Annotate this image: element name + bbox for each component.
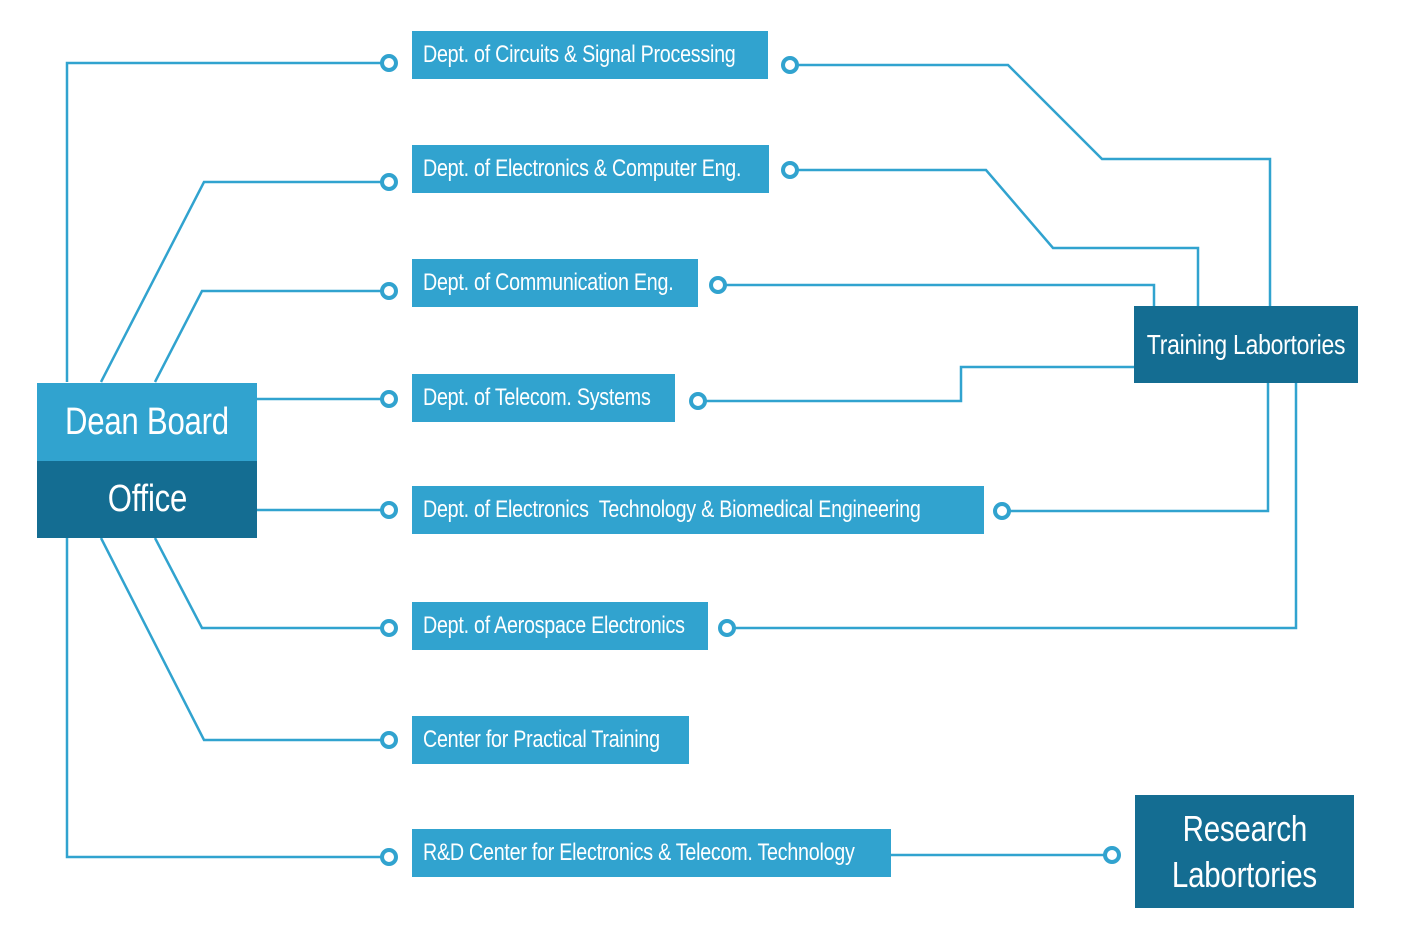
connector-node [993, 502, 1011, 520]
practical-training-box: Center for Practical Training [412, 716, 689, 764]
connector-node [1103, 846, 1121, 864]
connector-computer-training [790, 168, 1200, 306]
training-labs-label: Training Labortories [1146, 328, 1346, 360]
connector-node [380, 282, 398, 300]
dept-computer-label: Dept. of Electronics & Computer Eng. [423, 155, 742, 182]
connector-dean-computer [99, 180, 389, 383]
rnd-center-label: R&D Center for Electronics & Telecom. Te… [423, 839, 855, 866]
connector-dean-circuits [65, 61, 389, 382]
connector-node [718, 619, 736, 637]
dept-circuits-box: Dept. of Circuits & Signal Processing [412, 31, 768, 79]
connector-node [380, 848, 398, 866]
connector-node [380, 619, 398, 637]
connector-node [689, 392, 707, 410]
connector-dean-communication [153, 289, 389, 383]
dept-circuits-label: Dept. of Circuits & Signal Processing [423, 41, 736, 68]
research-labs-box: Research Labortories [1135, 795, 1354, 908]
research-labs-line2: Labortories [1172, 853, 1317, 895]
connector-biomedical-training [1002, 383, 1270, 513]
dept-biomedical-box: Dept. of Electronics Technology & Biomed… [412, 486, 984, 534]
dept-biomedical-label: Dept. of Electronics Technology & Biomed… [423, 496, 921, 523]
connector-dean-aerospace [153, 537, 389, 630]
connector-node [709, 276, 727, 294]
connector-circuits-training [790, 63, 1272, 306]
training-labs-box: Training Labortories [1134, 306, 1358, 383]
connector-communication-training [718, 283, 1156, 306]
dept-aerospace-box: Dept. of Aerospace Electronics [412, 602, 708, 650]
dept-computer-box: Dept. of Electronics & Computer Eng. [412, 145, 769, 193]
connector-node [781, 56, 799, 74]
connector-node [380, 54, 398, 72]
dean-board-label: Dean Board [65, 400, 229, 443]
dean-board-box: Dean Board [37, 383, 257, 461]
connector-aerospace-training [727, 383, 1298, 630]
dept-communication-box: Dept. of Communication Eng. [412, 259, 698, 307]
connector-dean-practical [99, 537, 389, 742]
connector-node [380, 390, 398, 408]
connector-node [380, 173, 398, 191]
connector-telecom-training [698, 365, 1134, 403]
rnd-center-box: R&D Center for Electronics & Telecom. Te… [412, 829, 891, 877]
dept-telecom-box: Dept. of Telecom. Systems [412, 374, 675, 422]
practical-training-label: Center for Practical Training [423, 726, 660, 753]
dept-telecom-label: Dept. of Telecom. Systems [423, 384, 651, 411]
dept-communication-label: Dept. of Communication Eng. [423, 269, 674, 296]
connector-node [380, 731, 398, 749]
connector-node [380, 501, 398, 519]
office-label: Office [107, 478, 187, 520]
connector-dean-rnd [65, 538, 389, 859]
office-box: Office [37, 461, 257, 538]
research-labs-line1: Research [1182, 807, 1307, 849]
connector-node [781, 161, 799, 179]
dept-aerospace-label: Dept. of Aerospace Electronics [423, 612, 685, 639]
